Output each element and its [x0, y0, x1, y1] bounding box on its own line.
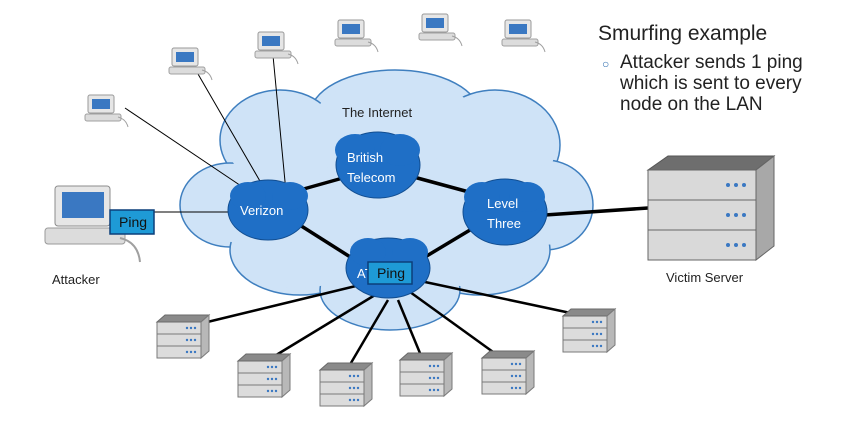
- isp-british-telecom: British Telecom: [335, 131, 421, 199]
- victim-server-label: Victim Server: [666, 270, 744, 285]
- workstation-icon: [418, 13, 463, 47]
- workstation-icon: [84, 94, 129, 128]
- verizon-label: Verizon: [240, 203, 283, 218]
- ping-label-attacker: Ping: [119, 214, 147, 230]
- attacker-label: Attacker: [52, 272, 100, 287]
- isp-level-three: Level Three: [462, 178, 548, 246]
- lan-server-icon: [237, 353, 291, 398]
- workstation-icon: [254, 31, 299, 65]
- british-telecom-label-2: Telecom: [347, 170, 395, 185]
- lan-server-icon: [319, 362, 373, 407]
- lan-server-icon: [399, 352, 453, 397]
- lan-server-icon: [562, 308, 616, 353]
- ping-label-att: Ping: [377, 265, 405, 281]
- workstation-icon: [501, 19, 546, 53]
- ping-packet-attacker: [109, 209, 155, 235]
- internet-label: The Internet: [342, 105, 412, 120]
- lan-server-icon: [481, 350, 535, 395]
- victim-server-icon: [646, 154, 776, 262]
- isp-verizon: Verizon: [227, 179, 309, 241]
- slide-title: Smurfing example: [598, 22, 768, 45]
- lan-server-icon: [156, 314, 210, 359]
- attacker-computer-icon: [44, 185, 141, 263]
- british-telecom-label-1: British: [347, 150, 383, 165]
- workstation-icon: [168, 47, 213, 81]
- ping-packet-att: [367, 261, 413, 285]
- lan-links: [194, 280, 581, 369]
- level-three-label-2: Three: [487, 216, 521, 231]
- level-three-label-1: Level: [487, 196, 518, 211]
- isp-att: AT&T Ping: [345, 237, 431, 299]
- bullet-text: Attacker sends 1 ping which is sent to e…: [620, 52, 803, 115]
- bullet-marker-icon: ○: [602, 57, 610, 71]
- bullet-point: ○ Attacker sends 1 ping which is sent to…: [602, 52, 842, 115]
- workstation-icon: [334, 19, 379, 53]
